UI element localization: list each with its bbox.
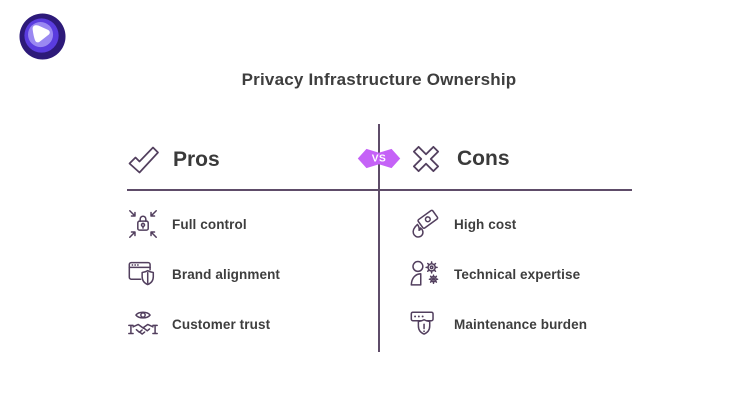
eye-handshake-icon (128, 311, 158, 335)
pros-heading: Pros (173, 148, 220, 171)
browser-shield-icon (128, 261, 155, 286)
cons-item-label: High cost (454, 216, 517, 232)
proton-vpn-logo-icon (19, 13, 66, 60)
pros-item-full-control: Full control (126, 206, 247, 242)
vs-label: VS (372, 153, 386, 164)
pros-item-brand-alignment: Brand alignment (126, 256, 280, 292)
cons-item-high-cost: High cost (408, 206, 516, 242)
pros-header: Pros (124, 141, 220, 179)
proton-vpn-logo (19, 13, 66, 60)
pros-item-label: Customer trust (172, 316, 271, 332)
pros-item-label: Full control (172, 216, 247, 232)
page-title: Privacy Infrastructure Ownership (241, 70, 517, 89)
vs-badge: VS (357, 145, 401, 172)
burning-banknote-icon (412, 209, 439, 238)
cons-header: Cons (406, 140, 510, 178)
pros-item-customer-trust: Customer trust (126, 306, 270, 342)
cons-item-maintenance-burden: Maintenance burden (408, 306, 587, 342)
cross-icon (412, 145, 440, 173)
pros-item-label: Brand alignment (172, 266, 281, 282)
panel-shield-alert-icon (410, 311, 434, 335)
column-divider-line (378, 124, 380, 352)
header-divider-line (127, 189, 632, 191)
cons-item-label: Maintenance burden (454, 316, 588, 332)
person-gears-icon (410, 260, 439, 286)
vs-arrows-icon: VS (357, 148, 401, 169)
cons-heading: Cons (457, 147, 510, 170)
check-icon (128, 146, 159, 174)
cons-item-label: Technical expertise (454, 266, 581, 282)
cons-item-technical-expertise: Technical expertise (408, 256, 580, 292)
lock-compress-arrows-icon (129, 210, 157, 238)
